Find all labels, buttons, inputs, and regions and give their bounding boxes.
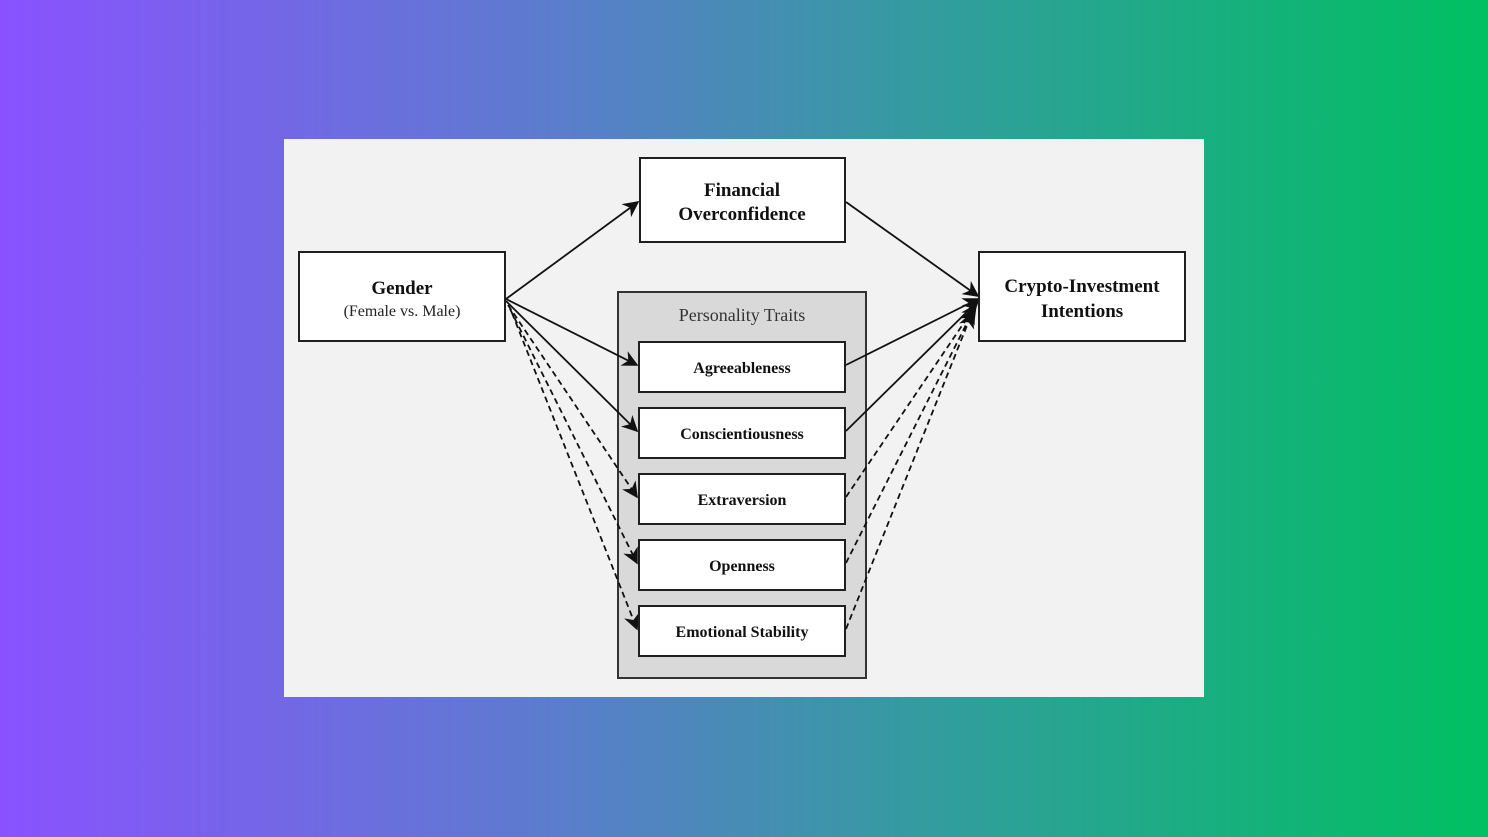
trait-openness: Openness [638, 539, 846, 591]
gender-subtitle: (Female vs. Male) [344, 303, 461, 320]
financial-overconfidence-line2: Overconfidence [678, 204, 805, 225]
trait-label: Agreeableness [693, 360, 790, 377]
crypto-investment-line2: Intentions [1041, 301, 1123, 322]
edge-openness-crypto [845, 307, 975, 564]
trait-box [638, 539, 846, 591]
gender-node: Gender (Female vs. Male) [298, 251, 506, 342]
trait-box [638, 605, 846, 657]
edge-emotional-stability-crypto [845, 311, 975, 630]
trait-label: Emotional Stability [676, 624, 809, 641]
trait-box [638, 407, 846, 459]
trait-conscientiousness: Conscientiousness [638, 407, 846, 459]
edge-gender-extraversion [507, 304, 638, 499]
diagram-panel: Personality Traits Gender (Female v [284, 139, 1204, 697]
edge-extraversion-crypto [845, 303, 977, 498]
path-diagram: Personality Traits Gender (Female v [298, 157, 1186, 679]
edge-gender-financial-overconfidence [505, 201, 640, 300]
trait-label: Extraversion [698, 492, 787, 509]
financial-overconfidence-box [639, 157, 846, 243]
trait-label: Conscientiousness [680, 426, 804, 443]
trait-extraversion: Extraversion [638, 473, 846, 525]
financial-overconfidence-node: Financial Overconfidence [639, 157, 846, 243]
edge-financial-overconfidence-crypto [845, 201, 980, 297]
edge-agreeableness-crypto [845, 298, 980, 366]
trait-agreeableness: Agreeableness [638, 341, 846, 393]
trait-box [638, 341, 846, 393]
gender-title: Gender [371, 278, 433, 299]
edge-gender-openness [509, 308, 638, 565]
financial-overconfidence-line1: Financial [704, 180, 780, 201]
edges-layer [505, 201, 980, 631]
edge-conscientiousness-crypto [845, 299, 980, 432]
personality-traits-label: Personality Traits [679, 305, 806, 325]
edge-gender-emotional-stability [511, 312, 640, 631]
crypto-investment-box [978, 251, 1186, 342]
gender-box [298, 251, 506, 342]
trait-emotional-stability: Emotional Stability [638, 605, 846, 657]
trait-label: Openness [709, 558, 775, 575]
crypto-investment-line1: Crypto-Investment [1004, 276, 1160, 297]
trait-box [638, 473, 846, 525]
edge-gender-agreeableness [505, 298, 639, 366]
edge-gender-conscientiousness [505, 300, 639, 433]
crypto-investment-node: Crypto-Investment Intentions [978, 251, 1186, 342]
